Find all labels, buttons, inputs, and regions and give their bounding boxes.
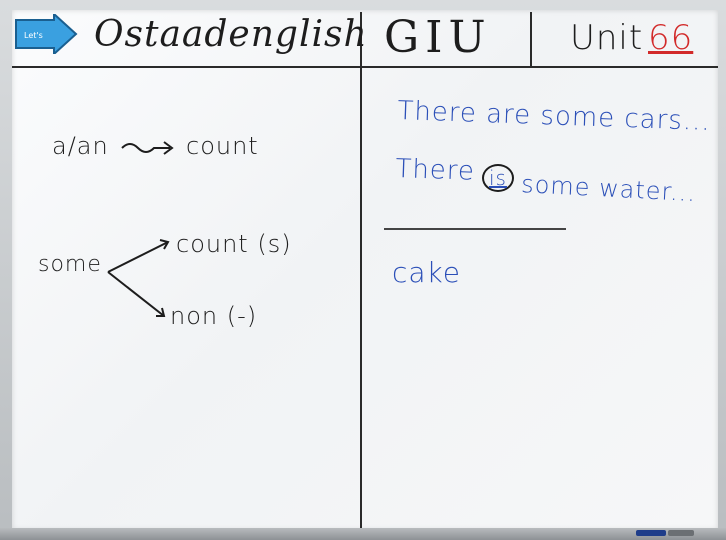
unit-number: 66 bbox=[648, 18, 694, 58]
branch-non: non (-) bbox=[170, 302, 258, 330]
course-code: GIU bbox=[384, 12, 492, 63]
branch-arrows-icon bbox=[107, 239, 170, 317]
whiteboard-surface bbox=[12, 10, 718, 530]
logo-text: Let's bbox=[24, 31, 43, 40]
some-label: some bbox=[38, 252, 102, 277]
branch-count: count (s) bbox=[176, 230, 292, 258]
squiggle-arrow-icon bbox=[121, 141, 174, 155]
sentence-2-verb: is bbox=[482, 164, 514, 192]
logo-arrow-icon: Let's bbox=[15, 14, 78, 54]
article-rule: a/an bbox=[52, 132, 109, 160]
unit-label: Unit bbox=[570, 18, 644, 58]
right-separator-line bbox=[384, 228, 566, 230]
article-target: count bbox=[186, 132, 259, 160]
header-divider bbox=[530, 12, 532, 67]
brand-title: Ostaadenglish bbox=[94, 14, 368, 55]
center-divider bbox=[360, 12, 362, 528]
blue-marker bbox=[636, 530, 666, 536]
marker-tray bbox=[0, 528, 726, 540]
header-bottom-line bbox=[12, 66, 718, 68]
sentence-2-start: There bbox=[394, 154, 476, 187]
example-word: cake bbox=[392, 256, 461, 289]
gray-marker bbox=[668, 530, 694, 536]
